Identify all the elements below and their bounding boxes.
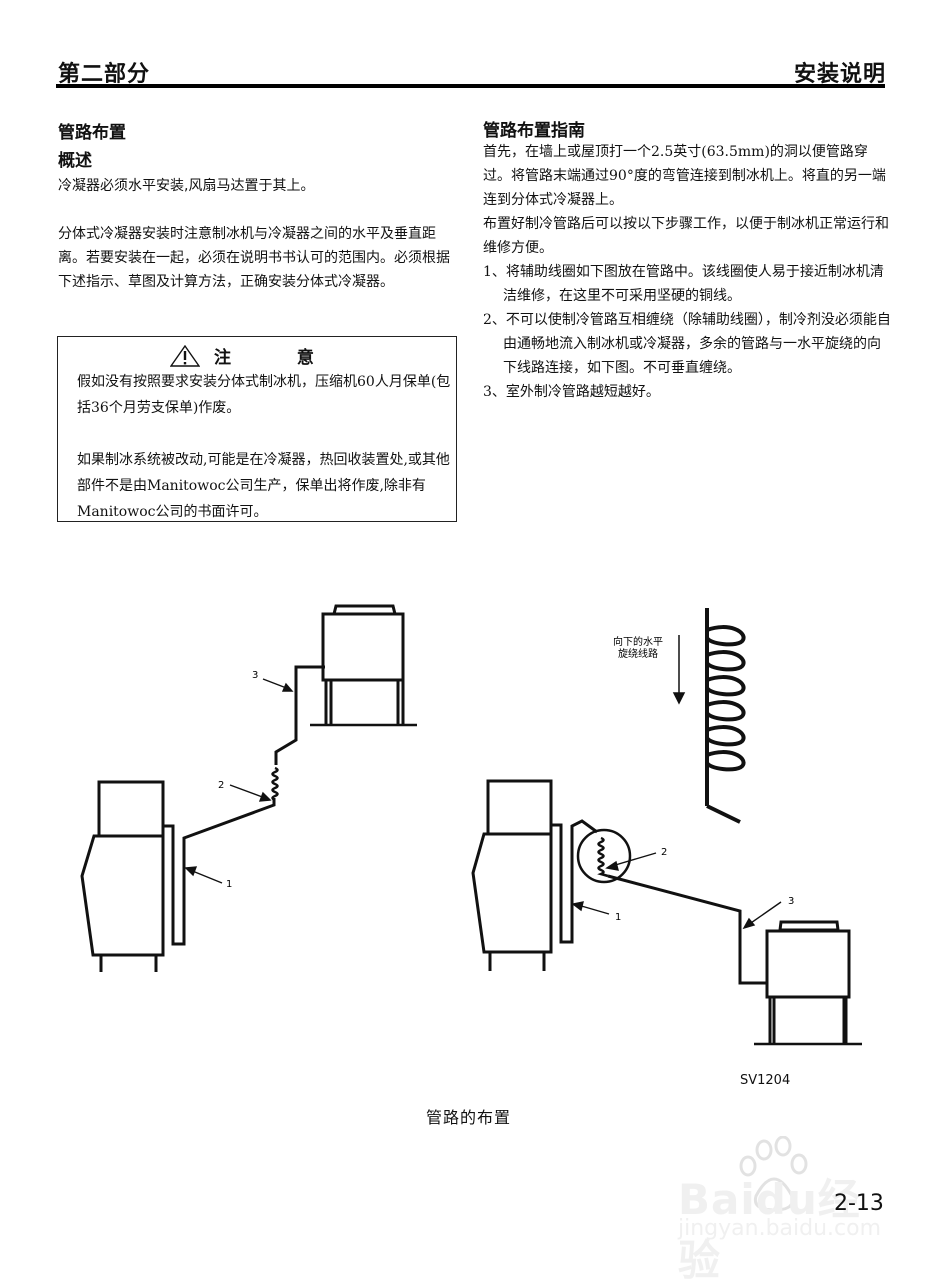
- right-label-2: 2: [661, 847, 667, 858]
- header-rule: [56, 84, 885, 88]
- page-number: 2-13: [834, 1191, 884, 1216]
- paw-logo-icon: [739, 1135, 808, 1212]
- left-subheading: 概述: [58, 151, 92, 171]
- left-heading: 管路布置: [58, 123, 126, 143]
- down-arrow-icon: [672, 635, 686, 705]
- left-paragraph-1: 冷凝器必须水平安装,风扇马达置于其上。: [58, 178, 315, 194]
- watermark-brand: Baidu经验: [678, 1175, 861, 1285]
- left-label-3: 3: [252, 670, 258, 681]
- right-condenser: [754, 920, 862, 1046]
- notice-paragraph-2: 如果制冰系统被改动,可能是在冷凝器，热回收装置处,或其他部件不是由Manitow…: [77, 452, 450, 520]
- left-callouts: [184, 678, 294, 884]
- piping-diagram: 3 2 1: [80, 604, 862, 1046]
- left-paragraph-2: 分体式冷凝器安装时注意制冰机与冷凝器之间的水平及垂直距离。若要安装在一起，必须在…: [58, 226, 450, 290]
- left-pipe-rise: [274, 665, 325, 765]
- right-label-3: 3: [788, 896, 794, 907]
- right-body: 首先，在墙上或屋顶打一个2.5英寸(63.5mm)的洞以便管路穿过。将管路末端通…: [483, 140, 891, 404]
- left-ice-machine: [80, 780, 165, 972]
- left-pipe-loop: [163, 798, 276, 946]
- right-coil-magnifier: [576, 828, 632, 884]
- right-heading: 管路布置指南: [483, 121, 585, 141]
- figure-caption: 管路的布置: [426, 1108, 512, 1127]
- step-item: 2、不可以使制冷管路互相缠绕（除辅助线圈），制冷剂没必须能自由通畅地流入制冰机或…: [483, 312, 891, 376]
- diagram-code: SV1204: [740, 1073, 791, 1088]
- notice-title: 注 意: [58, 343, 456, 368]
- coil-note-line-2: 旋绕线路: [618, 647, 658, 660]
- notice-paragraph-1: 假如没有按照要求安装分体式制冰机，压缩机60人月保单(包括36个月劳支保单)作废…: [77, 374, 451, 416]
- baidu-watermark: Baidu经验 jingyan.baidu.com: [676, 1135, 886, 1285]
- step-item: 1、将辅助线圈如下图放在管路中。该线圈使人易于接近制冰机清洁维修，在这里不可采用…: [483, 264, 884, 304]
- horizontal-descending-coil: [705, 608, 746, 824]
- left-condenser: [310, 604, 417, 727]
- right-callouts: [571, 852, 782, 930]
- notice-title-text: 注 意: [214, 348, 344, 368]
- right-ice-machine: [471, 779, 553, 971]
- left-label-2: 2: [218, 780, 224, 791]
- left-service-coil: [271, 766, 279, 802]
- steps-list: 1、将辅助线圈如下图放在管路中。该线圈使人易于接近制冰机清洁维修，在这里不可采用…: [483, 260, 891, 404]
- right-label-1: 1: [615, 912, 621, 923]
- section-title: 第二部分: [58, 62, 151, 87]
- right-intro: 首先，在墙上或屋顶打一个2.5英寸(63.5mm)的洞以便管路穿过。将管路末端通…: [483, 144, 886, 208]
- right-pipe-loop: [551, 819, 598, 944]
- coil-note-line-1: 向下的水平: [613, 635, 663, 648]
- notice-body: 假如没有按照要求安装分体式制冰机，压缩机60人月保单(包括36个月劳支保单)作废…: [77, 369, 452, 525]
- right-service-coil: [597, 836, 609, 878]
- right-intro-2: 布置好制冷管路后可以按以下步骤工作，以便于制冰机正常运行和维修方便。: [483, 216, 889, 256]
- notice-box: 注 意 假如没有按照要求安装分体式制冰机，压缩机60人月保单(包括36个月劳支保…: [57, 336, 457, 522]
- watermark-url: jingyan.baidu.com: [678, 1216, 882, 1241]
- chapter-title: 安装说明: [793, 62, 886, 87]
- warning-triangle-icon: [169, 344, 201, 367]
- left-body: 冷凝器必须水平安装,风扇马达置于其上。 分体式冷凝器安装时注意制冰机与冷凝器之间…: [58, 174, 463, 294]
- right-pipe-run: [607, 874, 768, 985]
- step-item: 3、室外制冷管路越短越好。: [483, 384, 660, 400]
- left-label-1: 1: [226, 879, 232, 890]
